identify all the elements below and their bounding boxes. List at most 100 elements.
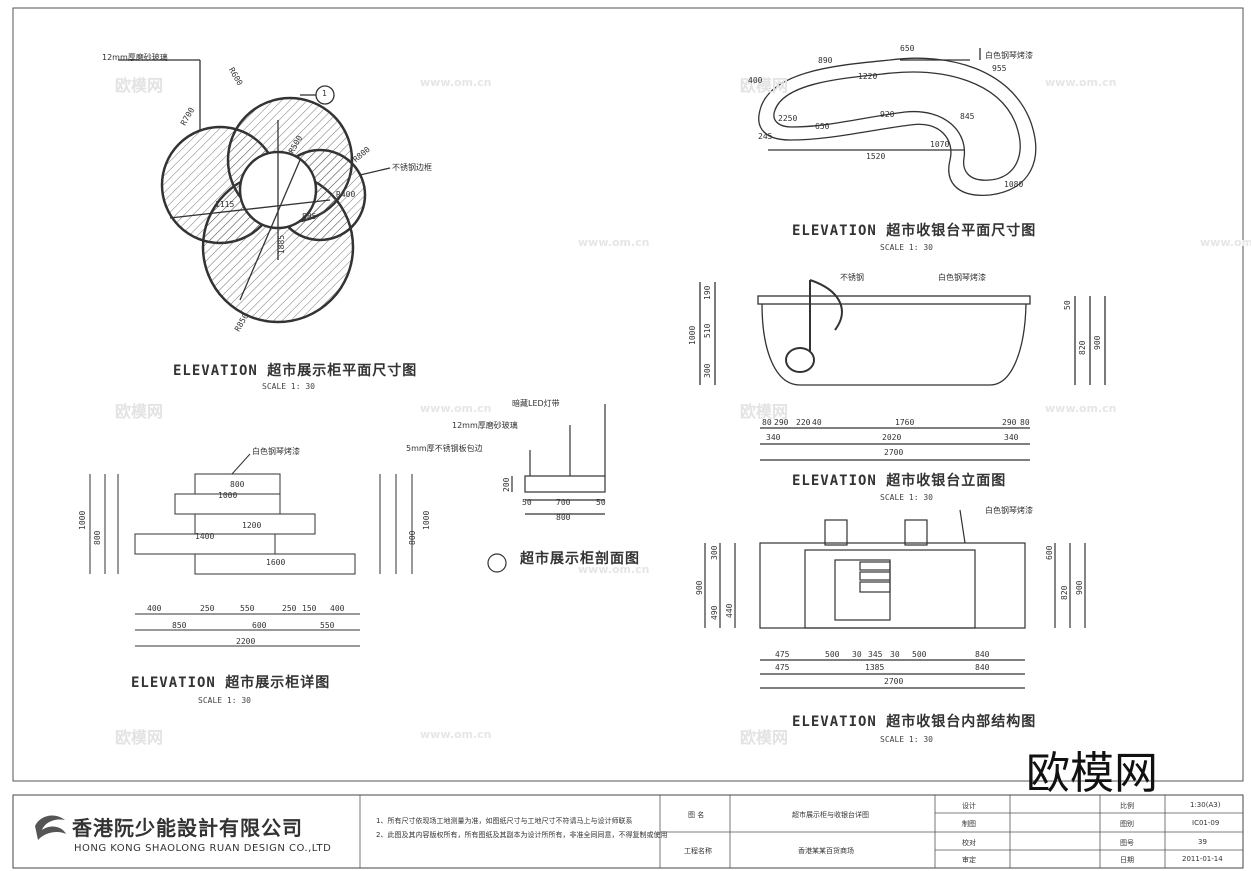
dim-label: 190 [703, 285, 712, 300]
tb-note: 1、所有尺寸依现场工地测量为准，如图纸尺寸与工地尺寸不符请马上与设计师联系 [376, 817, 633, 825]
dim-label: 840 [975, 663, 990, 672]
dim-label: 885 [302, 212, 317, 221]
dim-label: 800 [408, 530, 417, 545]
watermark: 欧模网 [115, 728, 164, 747]
dim-label: 550 [240, 604, 255, 613]
dim-label: 820 [1060, 585, 1069, 600]
dim-label: 290 [1002, 418, 1017, 427]
dim-label: 1220 [858, 72, 878, 81]
dim-label: 2250 [778, 114, 798, 123]
dim-label: 150 [302, 604, 317, 613]
scale-label: SCALE 1: 30 [880, 735, 933, 744]
tb-label: 日期 [1120, 856, 1134, 864]
tb-drawing-name: 超市展示柜与收银台详图 [792, 811, 869, 819]
title-cashier-elevation: ELEVATION 超市收银台立面图 [792, 473, 1007, 489]
note-glass-section: 12mm厚磨砂玻璃 [452, 421, 518, 430]
dim-label: 340 [766, 433, 781, 442]
title-display-plan: ELEVATION 超市展示柜平面尺寸图 [173, 363, 418, 379]
title-display-detail: ELEVATION 超市展示柜详图 [131, 675, 331, 691]
scale-label: SCALE 1: 30 [198, 696, 251, 705]
dim-label: 400 [330, 604, 345, 613]
dim-label: 820 [1078, 340, 1087, 355]
dim-label: 40 [812, 418, 822, 427]
dim-label: 510 [703, 323, 712, 338]
dim-label: 1760 [895, 418, 915, 427]
dim-label: 30 [890, 650, 900, 659]
watermark: 欧模网 [740, 76, 789, 95]
dim-label: 600 [1045, 545, 1054, 560]
dim-label: 250 [200, 604, 215, 613]
dim-label: 845 [960, 112, 975, 121]
tb-label: 审定 [962, 856, 976, 864]
watermark-url: www.om.cn [420, 76, 492, 89]
drawing-frame [12, 7, 1244, 782]
note-led: 暗藏LED灯带 [512, 399, 560, 408]
scale-label: SCALE 1: 30 [262, 382, 315, 391]
dim-label: 1000 [78, 510, 87, 530]
dim-label: 400 [147, 604, 162, 613]
watermark: 欧模网 [115, 76, 164, 95]
tb-label: 设计 [962, 802, 976, 810]
dim-label: 345 [868, 650, 883, 659]
dim-label: 200 [502, 477, 511, 492]
dim-label: 1115 [215, 200, 235, 209]
cashier-counter-internal [704, 509, 1086, 689]
watermark-url: www.om.cn [578, 236, 650, 249]
display-cabinet-plan [118, 59, 391, 324]
dim-label: 1385 [865, 663, 885, 672]
dim-label: 300 [703, 363, 712, 378]
dim-label: 1520 [866, 152, 886, 161]
note-steel: 不锈钢 [840, 273, 864, 282]
dim-label: 1200 [242, 521, 262, 530]
note-white-paint: 白色钢琴烤漆 [252, 447, 300, 456]
dim-label: 440 [725, 603, 734, 618]
dim-label: 30 [852, 650, 862, 659]
dim-label: 900 [695, 580, 704, 595]
dim-label: 220 [796, 418, 811, 427]
dim-label: 50 [522, 498, 532, 507]
title-block-grid [35, 795, 1243, 868]
dim-label: 500 [912, 650, 927, 659]
dim-label: 80 [762, 418, 772, 427]
dim-label: 1000 [422, 510, 431, 530]
dim-label: 245 [758, 132, 773, 141]
tb-label: 图号 [1120, 839, 1134, 847]
watermark-url: www.om.cn [578, 563, 650, 576]
display-cabinet-detail [89, 453, 413, 647]
dim-label: 50 [1063, 300, 1072, 310]
dim-label: 50 [596, 498, 606, 507]
cashier-counter-plan [758, 48, 1037, 196]
dim-label: 2200 [236, 637, 256, 646]
watermark-url: www.om.cn [420, 402, 492, 415]
watermark-url: www.om.cn [1200, 236, 1251, 249]
dim-label: 1000 [688, 325, 697, 345]
dim-label: 1885 [277, 234, 287, 255]
dim-label: 300 [710, 545, 719, 560]
dim-label: 900 [1075, 580, 1084, 595]
tb-scale: 1:30(A3) [1190, 801, 1221, 809]
tb-label: 比例 [1120, 802, 1134, 810]
tb-label: 校对 [962, 839, 976, 847]
watermark: 欧模网 [740, 728, 789, 747]
note-white-paint: 白色钢琴烤漆 [985, 506, 1033, 515]
dim-label: 650 [900, 44, 915, 53]
title-block-frame [12, 794, 1244, 869]
dim-label: 340 [1004, 433, 1019, 442]
dim-label: 290 [774, 418, 789, 427]
dim-label: 2700 [884, 677, 904, 686]
dim-label: 2700 [884, 448, 904, 457]
dim-label: 1400 [195, 532, 215, 541]
dim-label: 850 [172, 621, 187, 630]
watermark-url: www.om.cn [1045, 402, 1117, 415]
watermark: 欧模网 [115, 402, 164, 421]
dim-label: 900 [1093, 335, 1102, 350]
dim-label: 800 [93, 530, 102, 545]
dim-label: 1070 [930, 140, 950, 149]
dim-label: 800 [556, 513, 571, 522]
watermark-url: www.om.cn [420, 728, 492, 741]
dim-label: 920 [880, 110, 895, 119]
note-white-paint: 白色钢琴烤漆 [938, 273, 986, 282]
dim-label: 890 [818, 56, 833, 65]
dim-label: 650 [815, 122, 830, 131]
